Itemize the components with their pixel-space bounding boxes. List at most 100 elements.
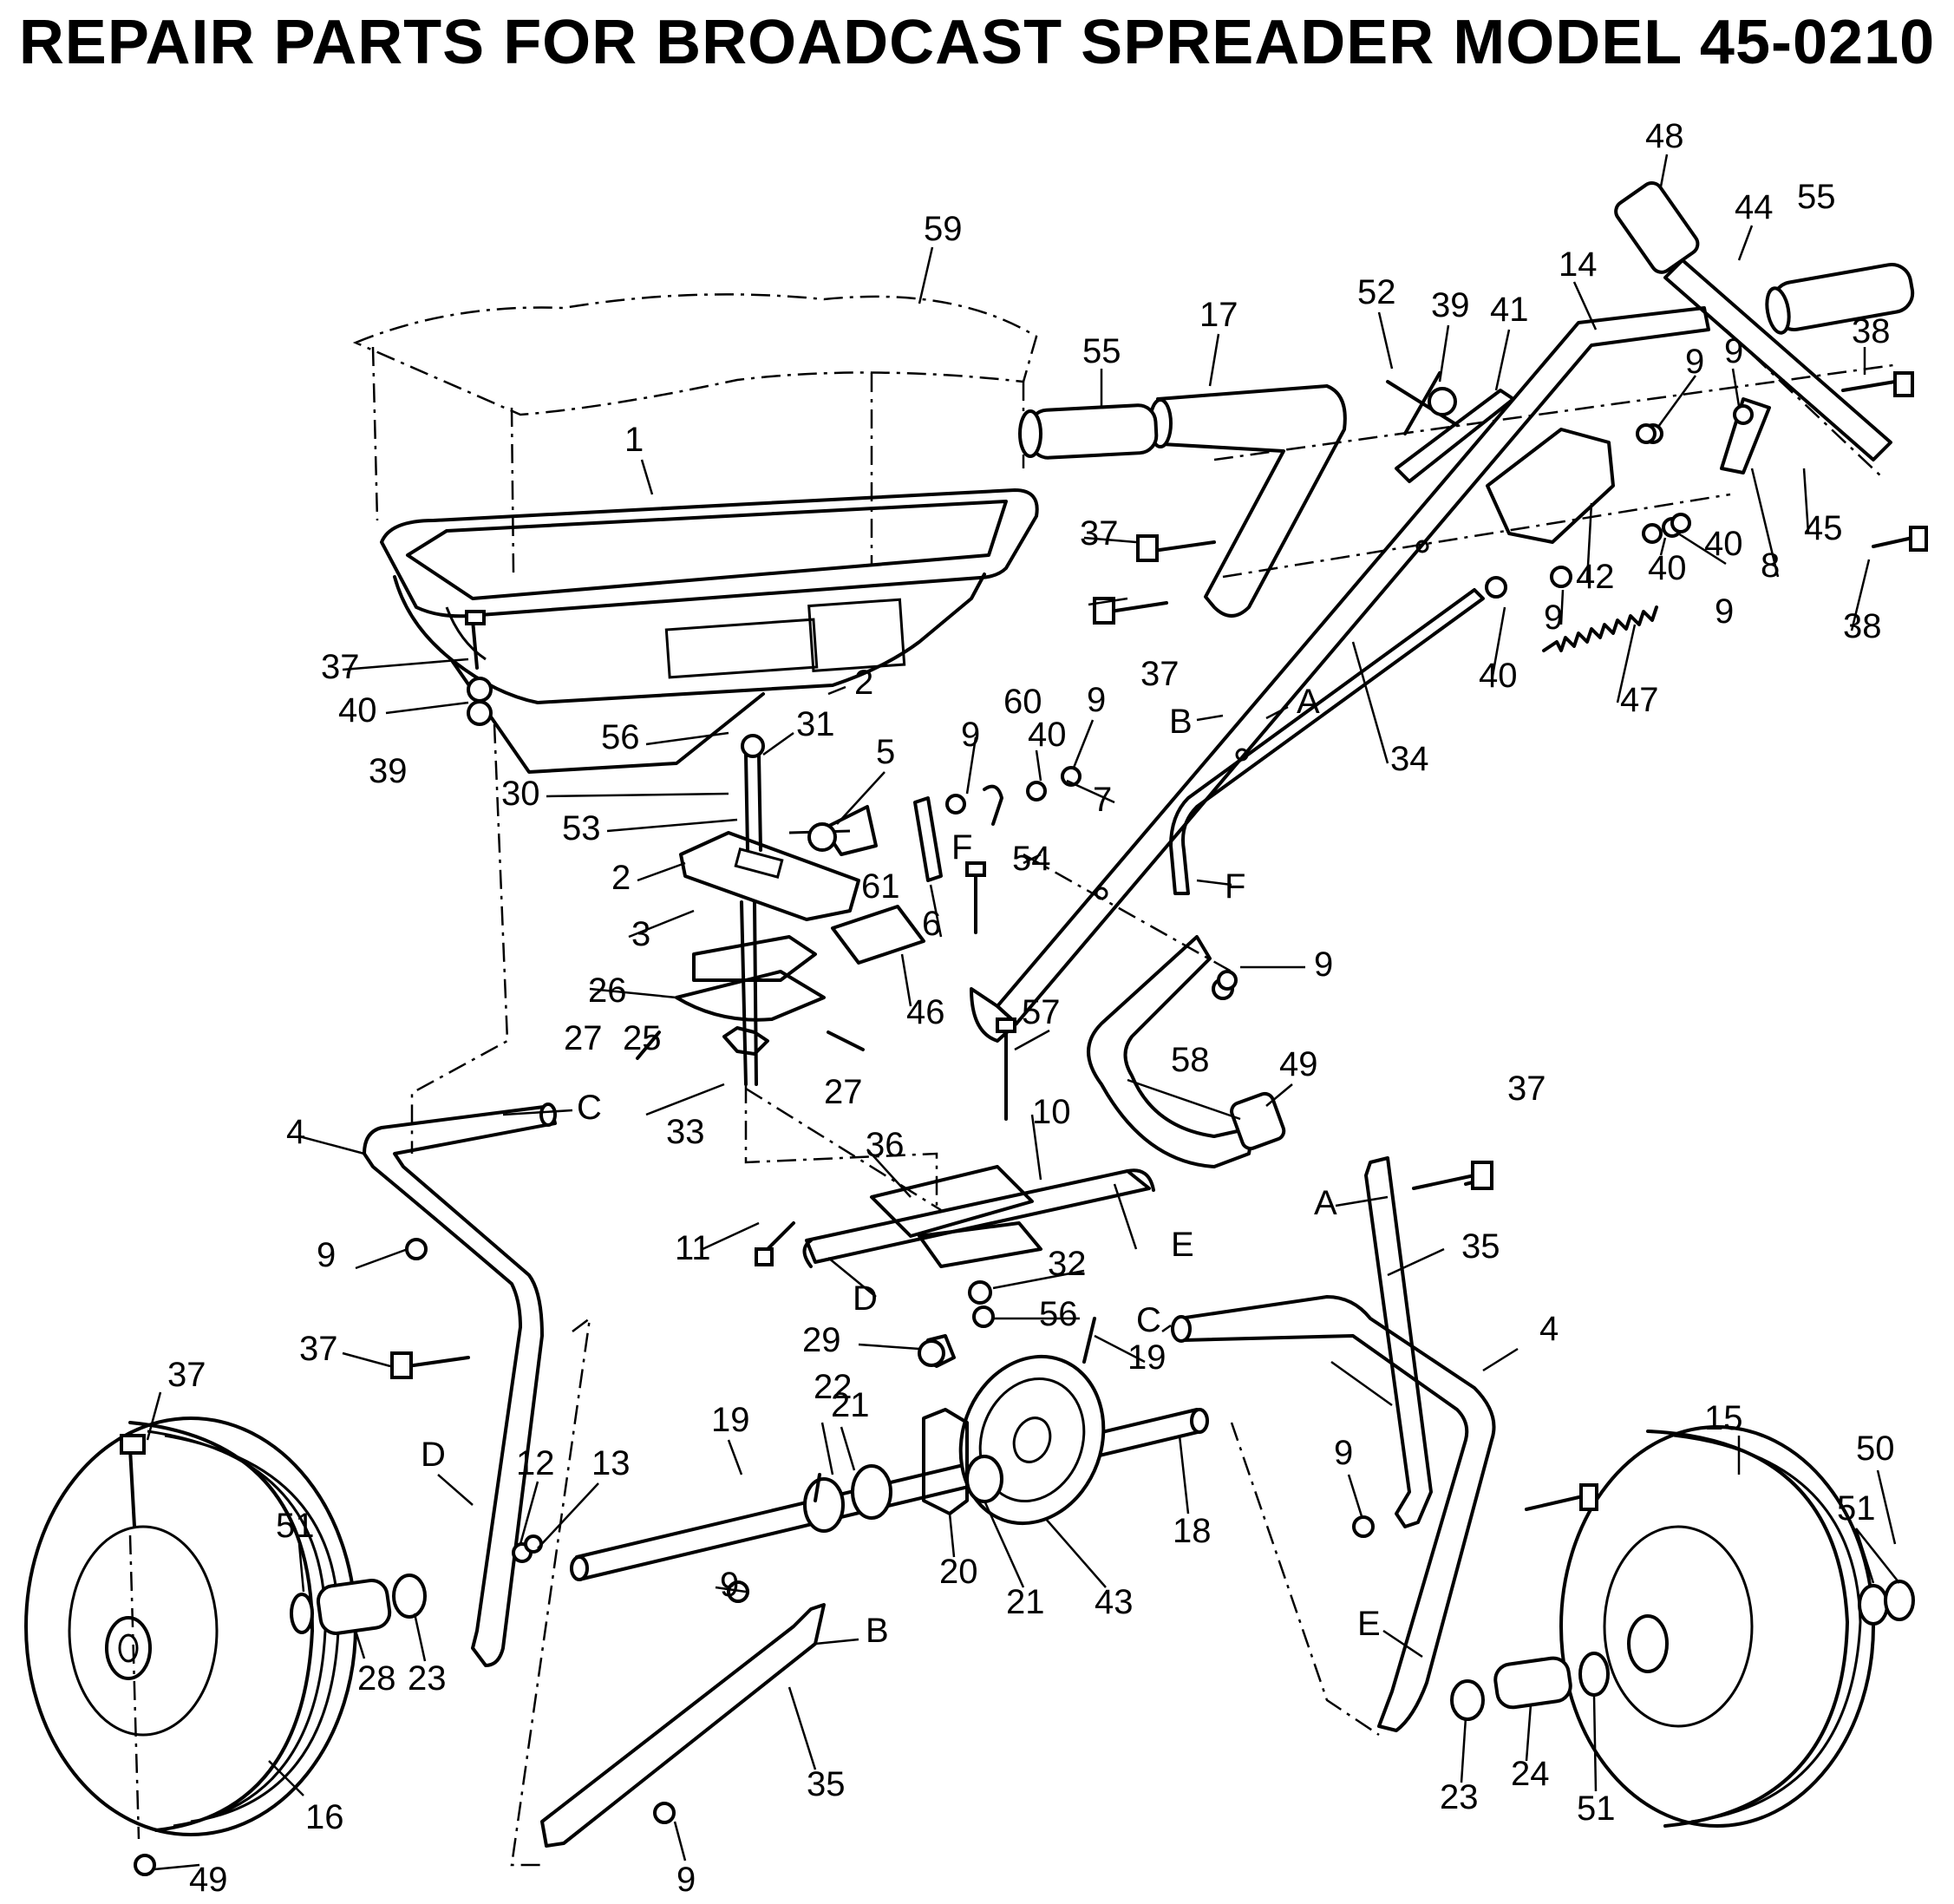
callout-label: 29: [802, 1321, 841, 1359]
callout-label: 37: [1507, 1070, 1546, 1108]
callout-label: 55: [1082, 332, 1121, 370]
callout-label: 7: [1093, 781, 1112, 819]
callout-label: 51: [1837, 1489, 1876, 1528]
callout-label: B: [866, 1612, 889, 1650]
callout-label: A: [1297, 683, 1320, 721]
callout-label: 16: [305, 1798, 344, 1836]
callout-label: 45: [1804, 509, 1843, 547]
callout-label: 39: [1431, 286, 1470, 324]
callout-label: 23: [1440, 1778, 1479, 1816]
callout-label: 49: [1279, 1045, 1318, 1083]
leader-lines: [146, 154, 1900, 1871]
right-frame: [1171, 1295, 1496, 1732]
page-title: REPAIR PARTS FOR BROADCAST SPREADER MODE…: [18, 8, 1936, 77]
callout-label: 48: [1645, 117, 1684, 155]
callout-label: 9: [1087, 681, 1106, 719]
callout-label: 40: [1479, 657, 1518, 695]
callout-label: C: [577, 1089, 602, 1127]
control-rod: [1169, 588, 1658, 895]
gearbox-assembly: [675, 734, 1003, 1086]
callout-label: 58: [1171, 1041, 1210, 1079]
handle-grip: [1018, 384, 1347, 618]
callout-label: 55: [1797, 178, 1836, 216]
callout-label: 56: [601, 718, 640, 756]
cross-brace: [802, 1165, 1155, 1268]
callout-label: 1: [624, 421, 644, 459]
callout-label: 5: [876, 733, 895, 771]
hub-bushings: [290, 1574, 1915, 1721]
callout-label: 9: [961, 716, 980, 754]
callout-label: 37: [299, 1330, 338, 1368]
callout-label: 51: [1577, 1789, 1616, 1828]
callout-label: 13: [591, 1444, 631, 1482]
callout-label: 51: [276, 1507, 315, 1545]
callout-label: 37: [321, 648, 360, 686]
callout-label: E: [1357, 1605, 1381, 1643]
callout-label: 53: [562, 809, 601, 847]
callout-label: 60: [1003, 683, 1042, 721]
right-wheel: [1559, 1425, 1875, 1828]
callout-label: C: [1136, 1301, 1161, 1339]
callout-label: 25: [623, 1019, 662, 1057]
callout-label: 61: [861, 867, 900, 906]
callout-label: 9: [1715, 592, 1734, 631]
callout-label: 12: [516, 1444, 555, 1482]
callout-label: B: [1169, 703, 1193, 741]
callout-label: 30: [501, 775, 540, 813]
callout-label: 27: [564, 1019, 603, 1057]
callout-label: 37: [167, 1356, 206, 1394]
assembly-lines: [128, 329, 1900, 1867]
callout-label: 24: [1511, 1755, 1550, 1793]
callout-label: 57: [1022, 993, 1061, 1031]
callout-label: 35: [807, 1765, 846, 1803]
callout-label: 3: [631, 915, 650, 953]
callout-label: 40: [1028, 716, 1067, 754]
callout-label: 35: [1461, 1227, 1500, 1266]
callout-label: 8: [1761, 546, 1780, 585]
callout-label: 9: [317, 1236, 336, 1274]
callout-label: E: [1171, 1226, 1194, 1264]
callout-label: 49: [189, 1861, 228, 1899]
callout-label: 2: [854, 664, 873, 702]
callout-label: 9: [676, 1861, 696, 1899]
callout-label: 38: [1843, 607, 1882, 645]
callout-label: 10: [1032, 1093, 1071, 1131]
callout-label: 20: [939, 1553, 978, 1591]
callout-label: 4: [286, 1113, 305, 1151]
hopper: [380, 488, 1039, 774]
right-brace: [1364, 1156, 1433, 1528]
axle: [570, 1334, 1209, 1581]
callout-label: 23: [408, 1659, 447, 1698]
callout-label: 9: [1314, 945, 1333, 984]
callout-label: 18: [1173, 1512, 1212, 1550]
callout-label: 14: [1559, 245, 1598, 284]
callout-label: 2: [611, 859, 631, 897]
callout-label: 44: [1735, 188, 1774, 226]
callout-label: 34: [1390, 740, 1429, 778]
lower-handle: [1087, 935, 1286, 1168]
callout-label: 40: [1648, 549, 1687, 587]
callout-label: 19: [1127, 1338, 1167, 1377]
lower-brace: [540, 1603, 826, 1848]
callout-label: 27: [824, 1073, 863, 1111]
callout-label: 4: [1539, 1310, 1559, 1348]
callout-label: 21: [831, 1386, 870, 1424]
callout-label: 40: [338, 691, 377, 730]
callout-label: 47: [1620, 681, 1659, 719]
callout-label: 37: [1080, 514, 1119, 553]
callout-label: 43: [1095, 1583, 1134, 1621]
callout-label: D: [853, 1279, 878, 1318]
left-frame: [363, 1102, 557, 1667]
callout-label: 9: [1685, 343, 1704, 381]
callout-label: F: [1225, 867, 1245, 906]
callout-label: 39: [369, 752, 408, 790]
callouts: 59 1 55 17 52 39 41 14 48 44 55 38 9 9 3…: [167, 117, 1895, 1899]
callout-label: 36: [866, 1126, 905, 1164]
callout-label: 33: [666, 1113, 705, 1151]
callout-label: 50: [1856, 1430, 1895, 1468]
callout-label: 46: [906, 993, 945, 1031]
callout-label: 17: [1199, 296, 1238, 334]
callout-label: 22: [814, 1368, 853, 1406]
callout-label: 38: [1852, 312, 1891, 350]
